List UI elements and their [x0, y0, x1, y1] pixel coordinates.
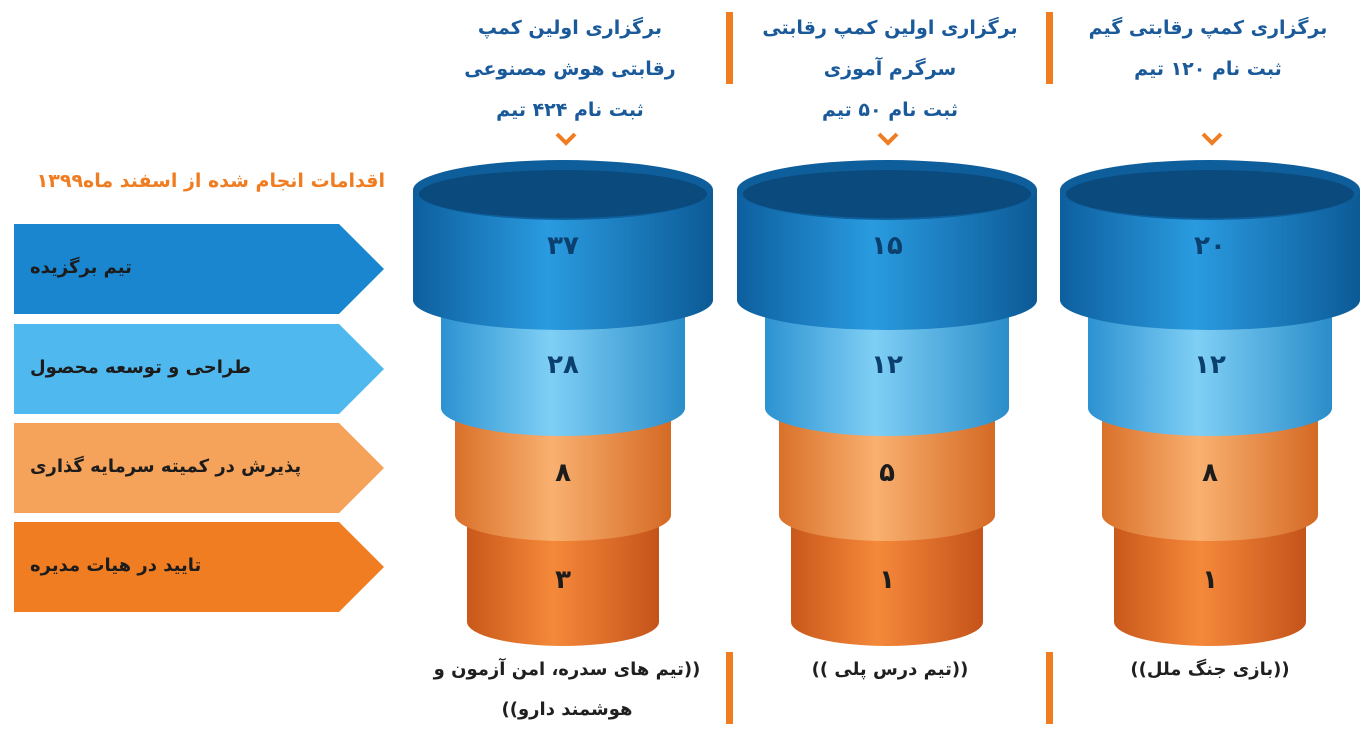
funnel-value: ۲۰ [1194, 231, 1226, 261]
funnel-value: ۱۵ [871, 231, 903, 261]
header-line: برگزاری اولین کمپ [477, 17, 663, 39]
category-label-1: تیم برگزیده [30, 257, 132, 278]
footer-line: ((بازی جنگ ملل)) [1130, 659, 1290, 680]
funnel-tier-body [455, 408, 671, 541]
funnel-tier-body [765, 300, 1009, 436]
footer-line: ((تیم های سدره، امن آزمون و [433, 659, 701, 680]
funnel-value: ۳ [555, 564, 571, 595]
funnel-tier-body [737, 190, 1037, 330]
category-label-3: پذیرش در کمیته سرمایه گذاری [30, 456, 302, 477]
funnel-value: ۸ [1202, 457, 1218, 488]
divider [726, 652, 733, 724]
funnel-value: ۱ [879, 564, 895, 595]
funnel-tier-body [413, 190, 713, 330]
funnel-value: ۸ [555, 457, 571, 488]
funnel-value: ۱۲ [1194, 350, 1226, 380]
divider [1046, 12, 1053, 84]
category-label-2: طراحی و توسعه محصول [30, 357, 252, 378]
footer-line: هوشمند دارو)) [501, 699, 633, 720]
header-line: برگزاری کمپ رقابتی گیم [1088, 17, 1328, 39]
header-line: ثبت نام ۱۲۰ تیم [1134, 58, 1282, 80]
category-arrow-1 [14, 224, 384, 314]
funnel-tier-body [791, 515, 983, 646]
column-header-1: برگزاری اولین کمپ رقابتی هوش مصنوعی ثبت … [420, 8, 720, 131]
column-header-2: برگزاری اولین کمپ رقابتی سرگرم آموزی ثبت… [740, 8, 1040, 131]
section-heading: اقدامات انجام شده از اسفند ماه۱۳۹۹ [36, 170, 385, 192]
funnel-value: ۳۷ [547, 231, 579, 261]
divider [726, 12, 733, 84]
funnel-tier-body [779, 408, 995, 541]
funnel-top-opening [419, 170, 707, 218]
category-label-4: تایید در هیات مدیره [30, 555, 202, 576]
column-footer-1: ((تیم های سدره، امن آزمون و هوشمند دارو)… [412, 650, 722, 730]
column-footer-3: ((بازی جنگ ملل)) [1055, 650, 1360, 690]
funnel-value: ۵ [879, 457, 895, 488]
funnel-top-opening [1066, 170, 1354, 218]
footer-line: ((تیم درس پلی )) [811, 659, 969, 680]
header-line: ثبت نام ۵۰ تیم [821, 99, 959, 121]
funnel-value: ۱ [1202, 564, 1218, 595]
chevron-down-icon [1201, 132, 1223, 146]
funnel-tier-body [1060, 190, 1360, 330]
header-line: برگزاری اولین کمپ رقابتی [762, 17, 1018, 39]
header-line: رقابتی هوش مصنوعی [464, 58, 676, 80]
header-line: سرگرم آموزی [823, 58, 957, 80]
funnel-tier-body [467, 515, 659, 646]
divider [1046, 652, 1053, 724]
funnel-value: ۲۸ [547, 350, 579, 380]
category-arrow-4 [14, 522, 384, 612]
column-footer-2: ((تیم درس پلی )) [735, 650, 1045, 690]
funnel-tier-body [441, 300, 685, 436]
funnel-tier-body [1102, 408, 1318, 541]
column-header-3: برگزاری کمپ رقابتی گیم ثبت نام ۱۲۰ تیم [1058, 8, 1358, 90]
funnel-top-opening [743, 170, 1031, 218]
chevron-down-icon [877, 132, 899, 146]
header-line: ثبت نام ۴۲۴ تیم [496, 99, 644, 121]
funnel-tier-body [1114, 515, 1306, 646]
funnel-tier-body [1088, 300, 1332, 436]
funnel-value: ۱۲ [871, 350, 903, 380]
category-arrow-3 [14, 423, 384, 513]
category-arrow-2 [14, 324, 384, 414]
chevron-down-icon [555, 132, 577, 146]
